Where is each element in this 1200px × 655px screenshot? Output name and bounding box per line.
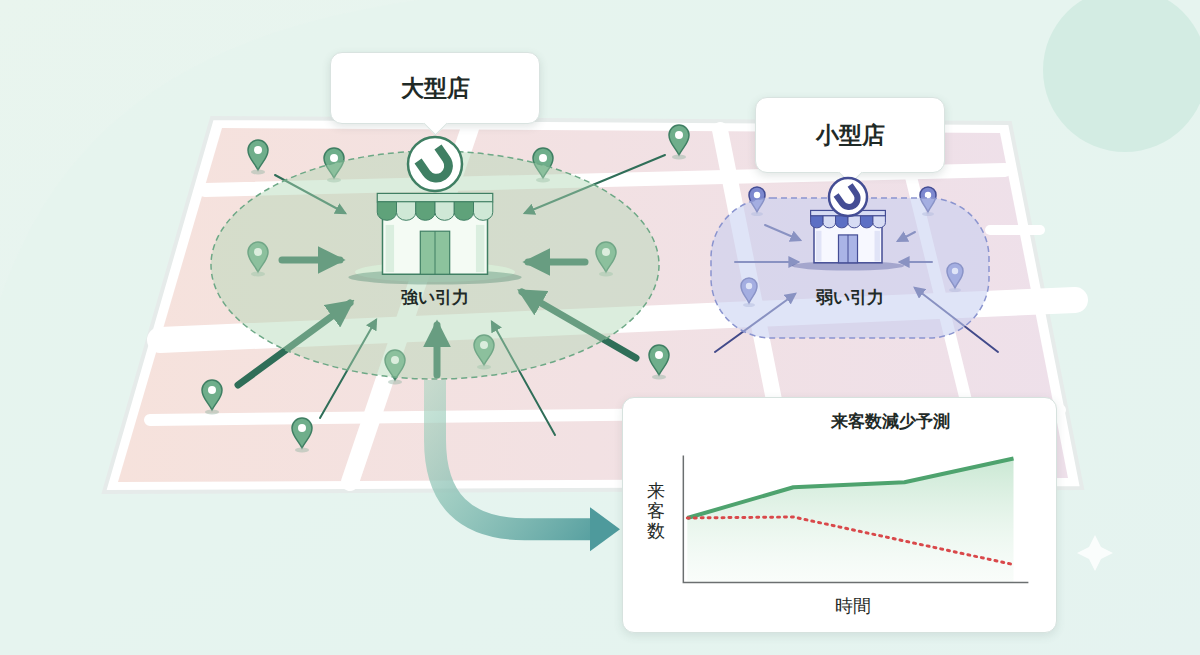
zone-shape xyxy=(710,197,990,339)
axis-label: 時間 xyxy=(835,594,871,618)
store-callout: 大型店 xyxy=(330,52,540,124)
store-name: 大型店 xyxy=(401,73,470,104)
arrow-head xyxy=(590,507,620,551)
store-callout: 小型店 xyxy=(755,97,945,173)
attraction-zone: 弱い引力 xyxy=(710,197,990,339)
zone-label: 弱い引力 xyxy=(816,286,884,309)
attraction-zone: 強い引力 xyxy=(210,150,660,380)
store-name: 小型店 xyxy=(816,120,885,151)
zone-shape xyxy=(210,150,660,380)
chart-title: 来客数減少予測 xyxy=(831,410,950,433)
zone-label: 強い引力 xyxy=(401,286,469,309)
axis-label: 来客数 xyxy=(647,481,665,540)
flow-arrow xyxy=(435,380,620,551)
flow-arrow-shaft xyxy=(435,380,594,529)
chart-panel: 来客数減少予測来客数時間 xyxy=(622,397,1057,633)
